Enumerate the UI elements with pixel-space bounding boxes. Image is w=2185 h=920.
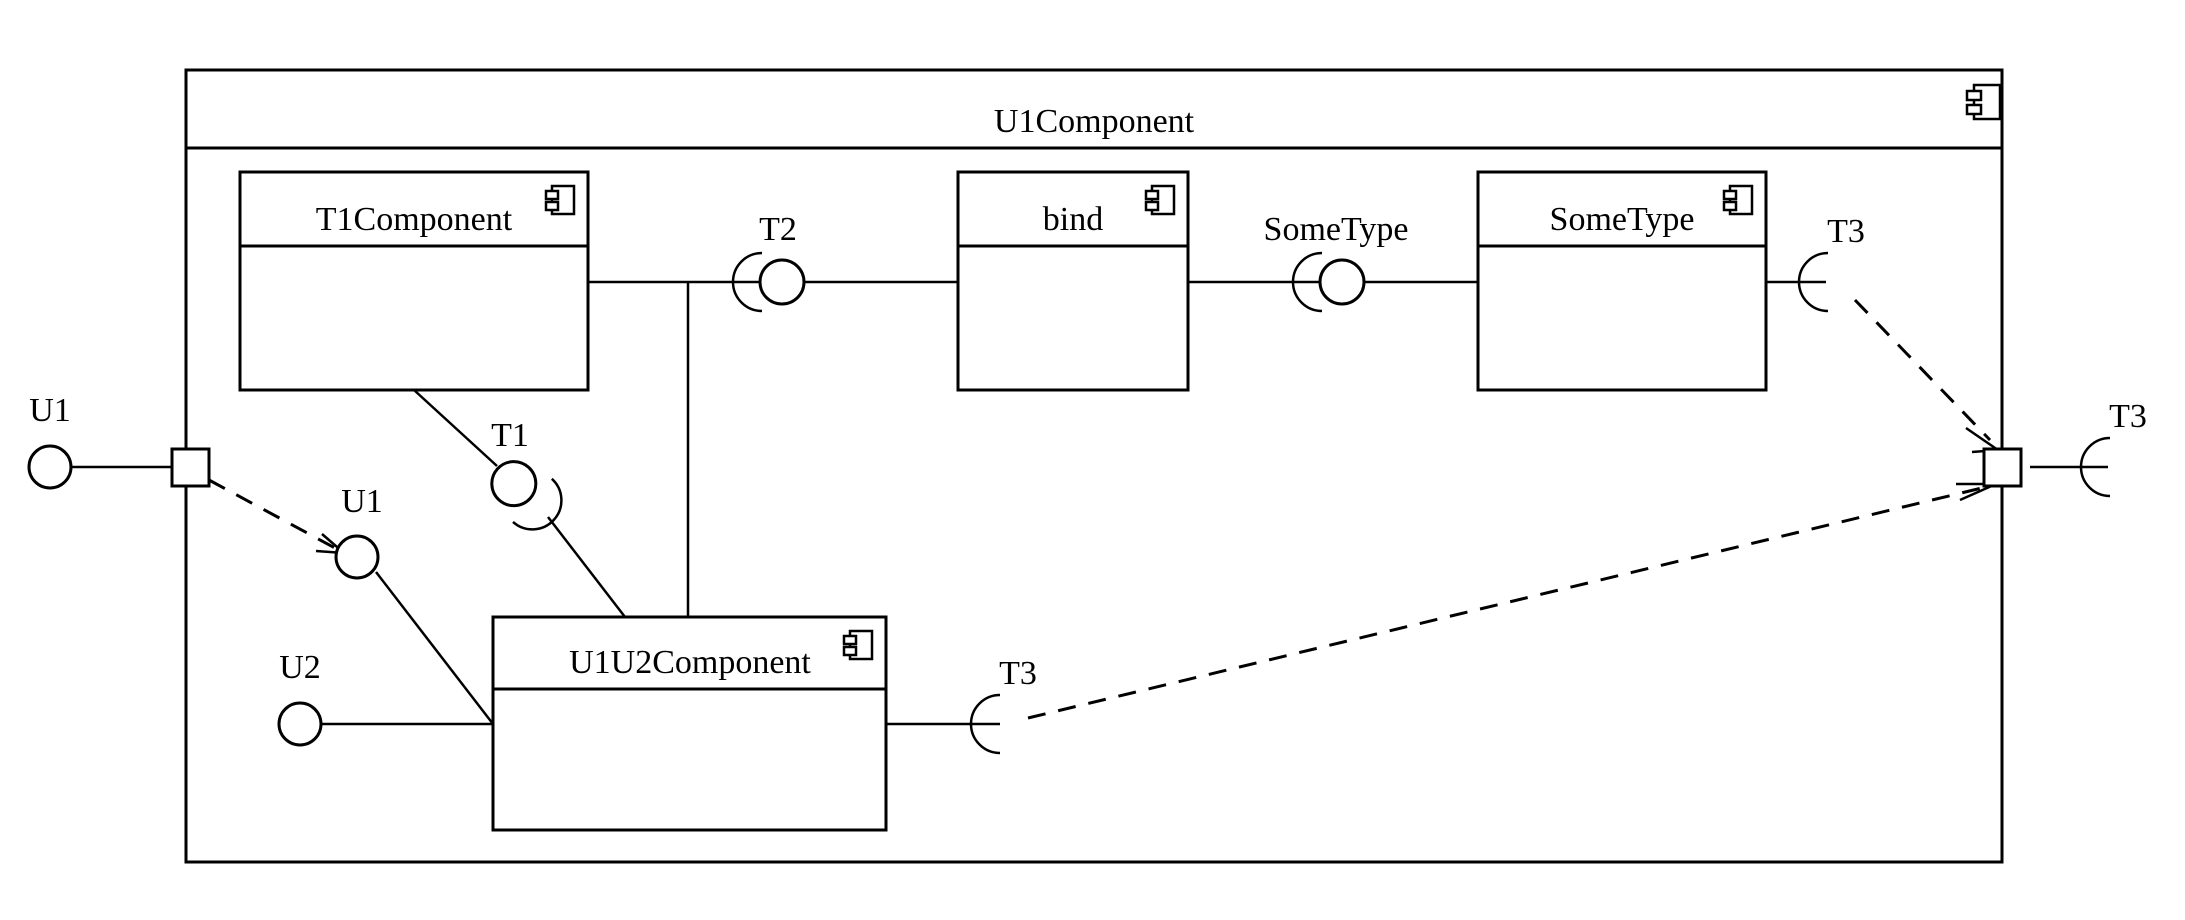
required-interface-socket[interactable] <box>512 477 573 542</box>
u1u2component-body[interactable] <box>491 615 888 832</box>
component-icon <box>1722 184 1754 216</box>
interface-t3-sometype-label: T3 <box>1827 213 1865 250</box>
required-interface-socket[interactable] <box>1797 251 1829 313</box>
interface-u2[interactable]: U2 <box>277 649 323 747</box>
component-sometype[interactable]: SomeType <box>1476 170 1768 392</box>
left-port-u1[interactable] <box>170 447 211 488</box>
interface-u1-external-label: U1 <box>29 392 71 429</box>
interface-sometype-label: SomeType <box>1264 211 1409 248</box>
interface-u2-label: U2 <box>279 649 321 686</box>
interface-t3-external[interactable]: T3 <box>2079 398 2147 498</box>
interface-t3-u1u2-label: T3 <box>999 655 1037 692</box>
provided-interface-ball[interactable] <box>483 453 545 515</box>
required-interface-socket[interactable] <box>2079 436 2111 498</box>
required-interface-socket[interactable] <box>731 251 763 313</box>
component-icon <box>1965 83 2002 121</box>
required-interface-socket[interactable] <box>969 693 1001 755</box>
connector-t1component-to-t1-interface <box>413 389 498 467</box>
interface-u1-external[interactable]: U1 <box>27 392 73 490</box>
interface-t1-label: T1 <box>491 417 529 454</box>
dependency-line <box>1853 298 1992 442</box>
component-icon <box>842 629 874 661</box>
interface-sometype-assembly[interactable] <box>1291 251 1366 313</box>
provided-interface-ball[interactable] <box>27 444 73 490</box>
dependency-line <box>208 478 336 550</box>
interface-u1-internal[interactable]: U1 <box>334 483 383 580</box>
interface-t1-assembly[interactable] <box>478 447 573 541</box>
component-icon <box>544 184 576 216</box>
provided-interface-ball[interactable] <box>1318 258 1366 306</box>
interface-t3-external-label: T3 <box>2109 398 2147 435</box>
interface-t2-label: T2 <box>759 211 797 248</box>
required-interface-socket[interactable] <box>1291 251 1323 313</box>
provided-interface-ball[interactable] <box>277 701 323 747</box>
outer-component-title: U1Component <box>994 103 1195 140</box>
component-bind[interactable]: bind <box>956 170 1190 392</box>
component-t1component[interactable]: T1Component <box>238 170 590 392</box>
port-square[interactable] <box>170 447 211 488</box>
component-u1u2component[interactable]: U1U2Component <box>491 615 888 832</box>
sometype-body[interactable] <box>1476 170 1768 392</box>
u1u2component-title: U1U2Component <box>569 644 811 681</box>
interface-t3-sometype[interactable]: T3 <box>1797 213 1865 313</box>
interface-u1-internal-label: U1 <box>341 483 383 520</box>
t1component-body[interactable] <box>238 170 590 392</box>
connector-t1-interface-to-u1u2component <box>547 516 626 618</box>
interface-t2-assembly[interactable] <box>731 251 806 313</box>
right-port-t3[interactable] <box>1982 447 2023 488</box>
provided-interface-ball[interactable] <box>758 258 806 306</box>
dependency-line <box>1027 485 1987 720</box>
connector-u1-internal-to-u1u2component <box>375 571 494 725</box>
bind-title: bind <box>1043 201 1103 238</box>
component-icon <box>1144 184 1176 216</box>
sometype-title: SomeType <box>1550 201 1695 238</box>
provided-interface-ball[interactable] <box>334 534 380 580</box>
port-square[interactable] <box>1982 447 2023 488</box>
t1component-title: T1Component <box>316 201 513 238</box>
interface-t3-u1u2[interactable]: T3 <box>969 655 1037 755</box>
